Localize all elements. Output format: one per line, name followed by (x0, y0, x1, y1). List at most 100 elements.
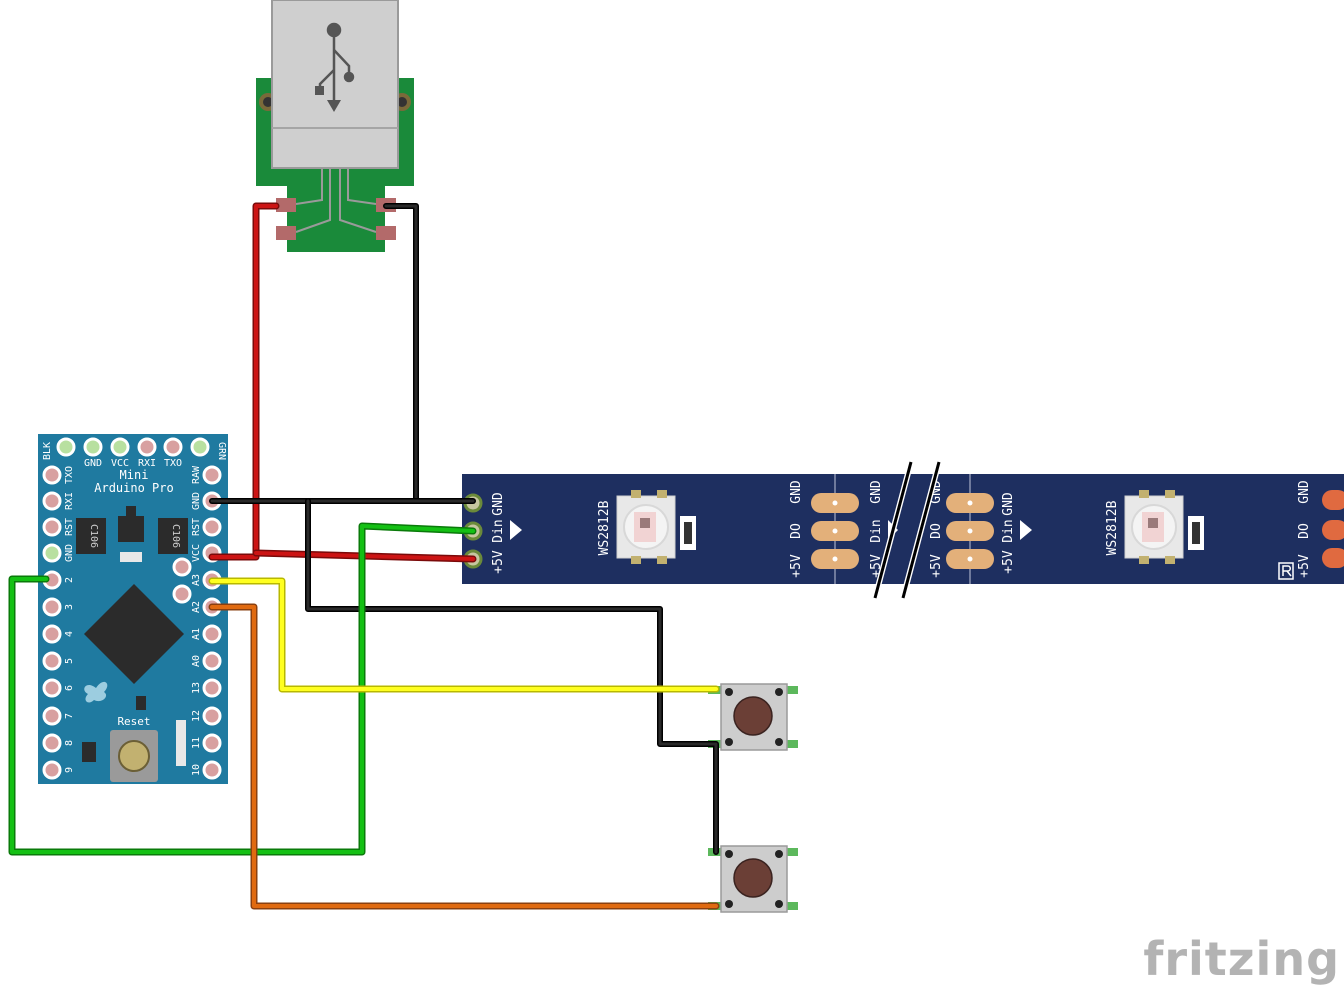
strip-end-pads (1322, 490, 1344, 568)
pin-top-txo[interactable] (163, 437, 183, 457)
capacitor-2-label: C106 (170, 524, 181, 548)
pin-top-blk[interactable] (56, 437, 76, 457)
pin-left-rst[interactable] (42, 517, 62, 537)
svg-text:GND: GND (1001, 492, 1016, 516)
pin-top-vcc[interactable] (110, 437, 130, 457)
pin-label-left-rxi: RXI (64, 492, 75, 510)
wire-yellow-button1[interactable] (208, 577, 720, 693)
segment3-right-labels: GND DO +5V (1297, 480, 1312, 578)
pin-right-rst[interactable] (202, 517, 222, 537)
pin-left-9[interactable] (42, 760, 62, 780)
segment1-left-labels: GND Din +5V (491, 492, 506, 574)
cut-solder-pads-2 (946, 493, 994, 569)
pin-label-right-gnd: GND (191, 492, 202, 510)
usb-pad-1 (276, 226, 296, 240)
svg-text:+5V: +5V (1297, 554, 1312, 578)
pin-left-gnd[interactable] (42, 543, 62, 563)
pin-inner-1[interactable] (172, 584, 192, 604)
pin-label-left-2: 2 (64, 577, 75, 583)
pin-label-left-txo: TXO (64, 466, 75, 484)
svg-text:+5V: +5V (929, 554, 944, 578)
pin-label-right-10: 10 (191, 764, 202, 776)
push-button-2[interactable] (708, 845, 798, 913)
pin-top-gnd[interactable] (83, 437, 103, 457)
segment3-chip-label: WS2812B (1105, 500, 1120, 555)
pin-top-grn[interactable] (190, 437, 210, 457)
reset-label: Reset (117, 715, 150, 728)
pin-right-a0[interactable] (202, 651, 222, 671)
capacitor-1 (76, 518, 106, 554)
svg-text:DO: DO (1297, 523, 1312, 539)
led-2 (1124, 490, 1184, 564)
pin-label-blk: BLK (42, 442, 53, 460)
pin-top-rxi[interactable] (137, 437, 157, 457)
capacitor-2 (158, 518, 188, 554)
led-strip: GND Din +5V WS2812B GND DO +5V GND Din (462, 461, 1344, 599)
fritzing-logo: fritzing (1143, 932, 1340, 986)
pin-label-right-13: 13 (191, 682, 202, 694)
pin-label-right-11: 11 (191, 737, 202, 749)
strip-break-marks (872, 461, 942, 599)
pin-left-8[interactable] (42, 733, 62, 753)
push-button-1[interactable] (708, 683, 798, 751)
pin-label-left-8: 8 (64, 740, 75, 746)
pin-right-raw[interactable] (202, 465, 222, 485)
svg-text:Din: Din (491, 519, 506, 542)
pin-right-13[interactable] (202, 678, 222, 698)
led-1 (616, 490, 676, 564)
pin-label-gnd-top: GND (84, 458, 102, 469)
cut-solder-pads-1 (811, 493, 859, 569)
pin-label-right-a2: A2 (191, 601, 202, 613)
pin-label-left-6: 6 (64, 685, 75, 691)
pin-label-txo-top: TXO (164, 458, 182, 469)
svg-text:GND: GND (1297, 480, 1312, 504)
svg-text:+5V: +5V (491, 550, 506, 574)
pin-label-left-3: 3 (64, 604, 75, 610)
status-led (176, 720, 186, 766)
wire-black-usb-gnd[interactable] (383, 203, 419, 504)
pin-right-11[interactable] (202, 733, 222, 753)
pin-label-right-a3: A3 (191, 574, 202, 586)
microcontroller-chip (84, 584, 184, 684)
pin-left-6[interactable] (42, 678, 62, 698)
svg-text:+5V: +5V (789, 554, 804, 578)
registered-mark-icon (1278, 562, 1294, 580)
pin-inner-0[interactable] (172, 557, 192, 577)
pin-label-right-12: 12 (191, 710, 202, 722)
pin-label-vcc-top: VCC (111, 458, 129, 469)
pin-left-txo[interactable] (42, 465, 62, 485)
usb-pad-vcc (276, 198, 296, 212)
pin-right-a1[interactable] (202, 624, 222, 644)
pin-label-rxi-top: RXI (138, 458, 156, 469)
svg-text:+5V: +5V (1001, 550, 1016, 574)
pin-left-4[interactable] (42, 624, 62, 644)
pin-right-12[interactable] (202, 706, 222, 726)
pin-label-left-7: 7 (64, 713, 75, 719)
svg-text:Din: Din (869, 519, 884, 542)
pin-label-left-9: 9 (64, 767, 75, 773)
pin-label-grn: GRN (216, 442, 227, 460)
usb-pad-2 (376, 226, 396, 240)
sparkfun-flame-icon (84, 681, 108, 703)
capacitor-1-label: C106 (88, 524, 99, 548)
power-led (120, 552, 142, 562)
svg-text:GND: GND (789, 480, 804, 504)
pin-label-right-rst: RST (191, 518, 202, 536)
voltage-regulator (118, 516, 144, 542)
wire-orange-button2[interactable] (208, 603, 720, 910)
pin-left-7[interactable] (42, 706, 62, 726)
pin-label-right-vcc: VCC (191, 544, 202, 562)
wires (8, 202, 720, 910)
segment1-right-labels: GND DO +5V (789, 480, 804, 578)
pin-label-left-5: 5 (64, 658, 75, 664)
push-button-2-cap[interactable] (733, 858, 773, 898)
arduino-name-line1: Mini (120, 468, 149, 482)
pin-right-10[interactable] (202, 760, 222, 780)
data-direction-arrow-icon (510, 520, 522, 540)
pin-left-5[interactable] (42, 651, 62, 671)
pin-left-3[interactable] (42, 597, 62, 617)
svg-text:Din: Din (1001, 519, 1016, 542)
pin-left-rxi[interactable] (42, 491, 62, 511)
push-button-1-cap[interactable] (733, 696, 773, 736)
